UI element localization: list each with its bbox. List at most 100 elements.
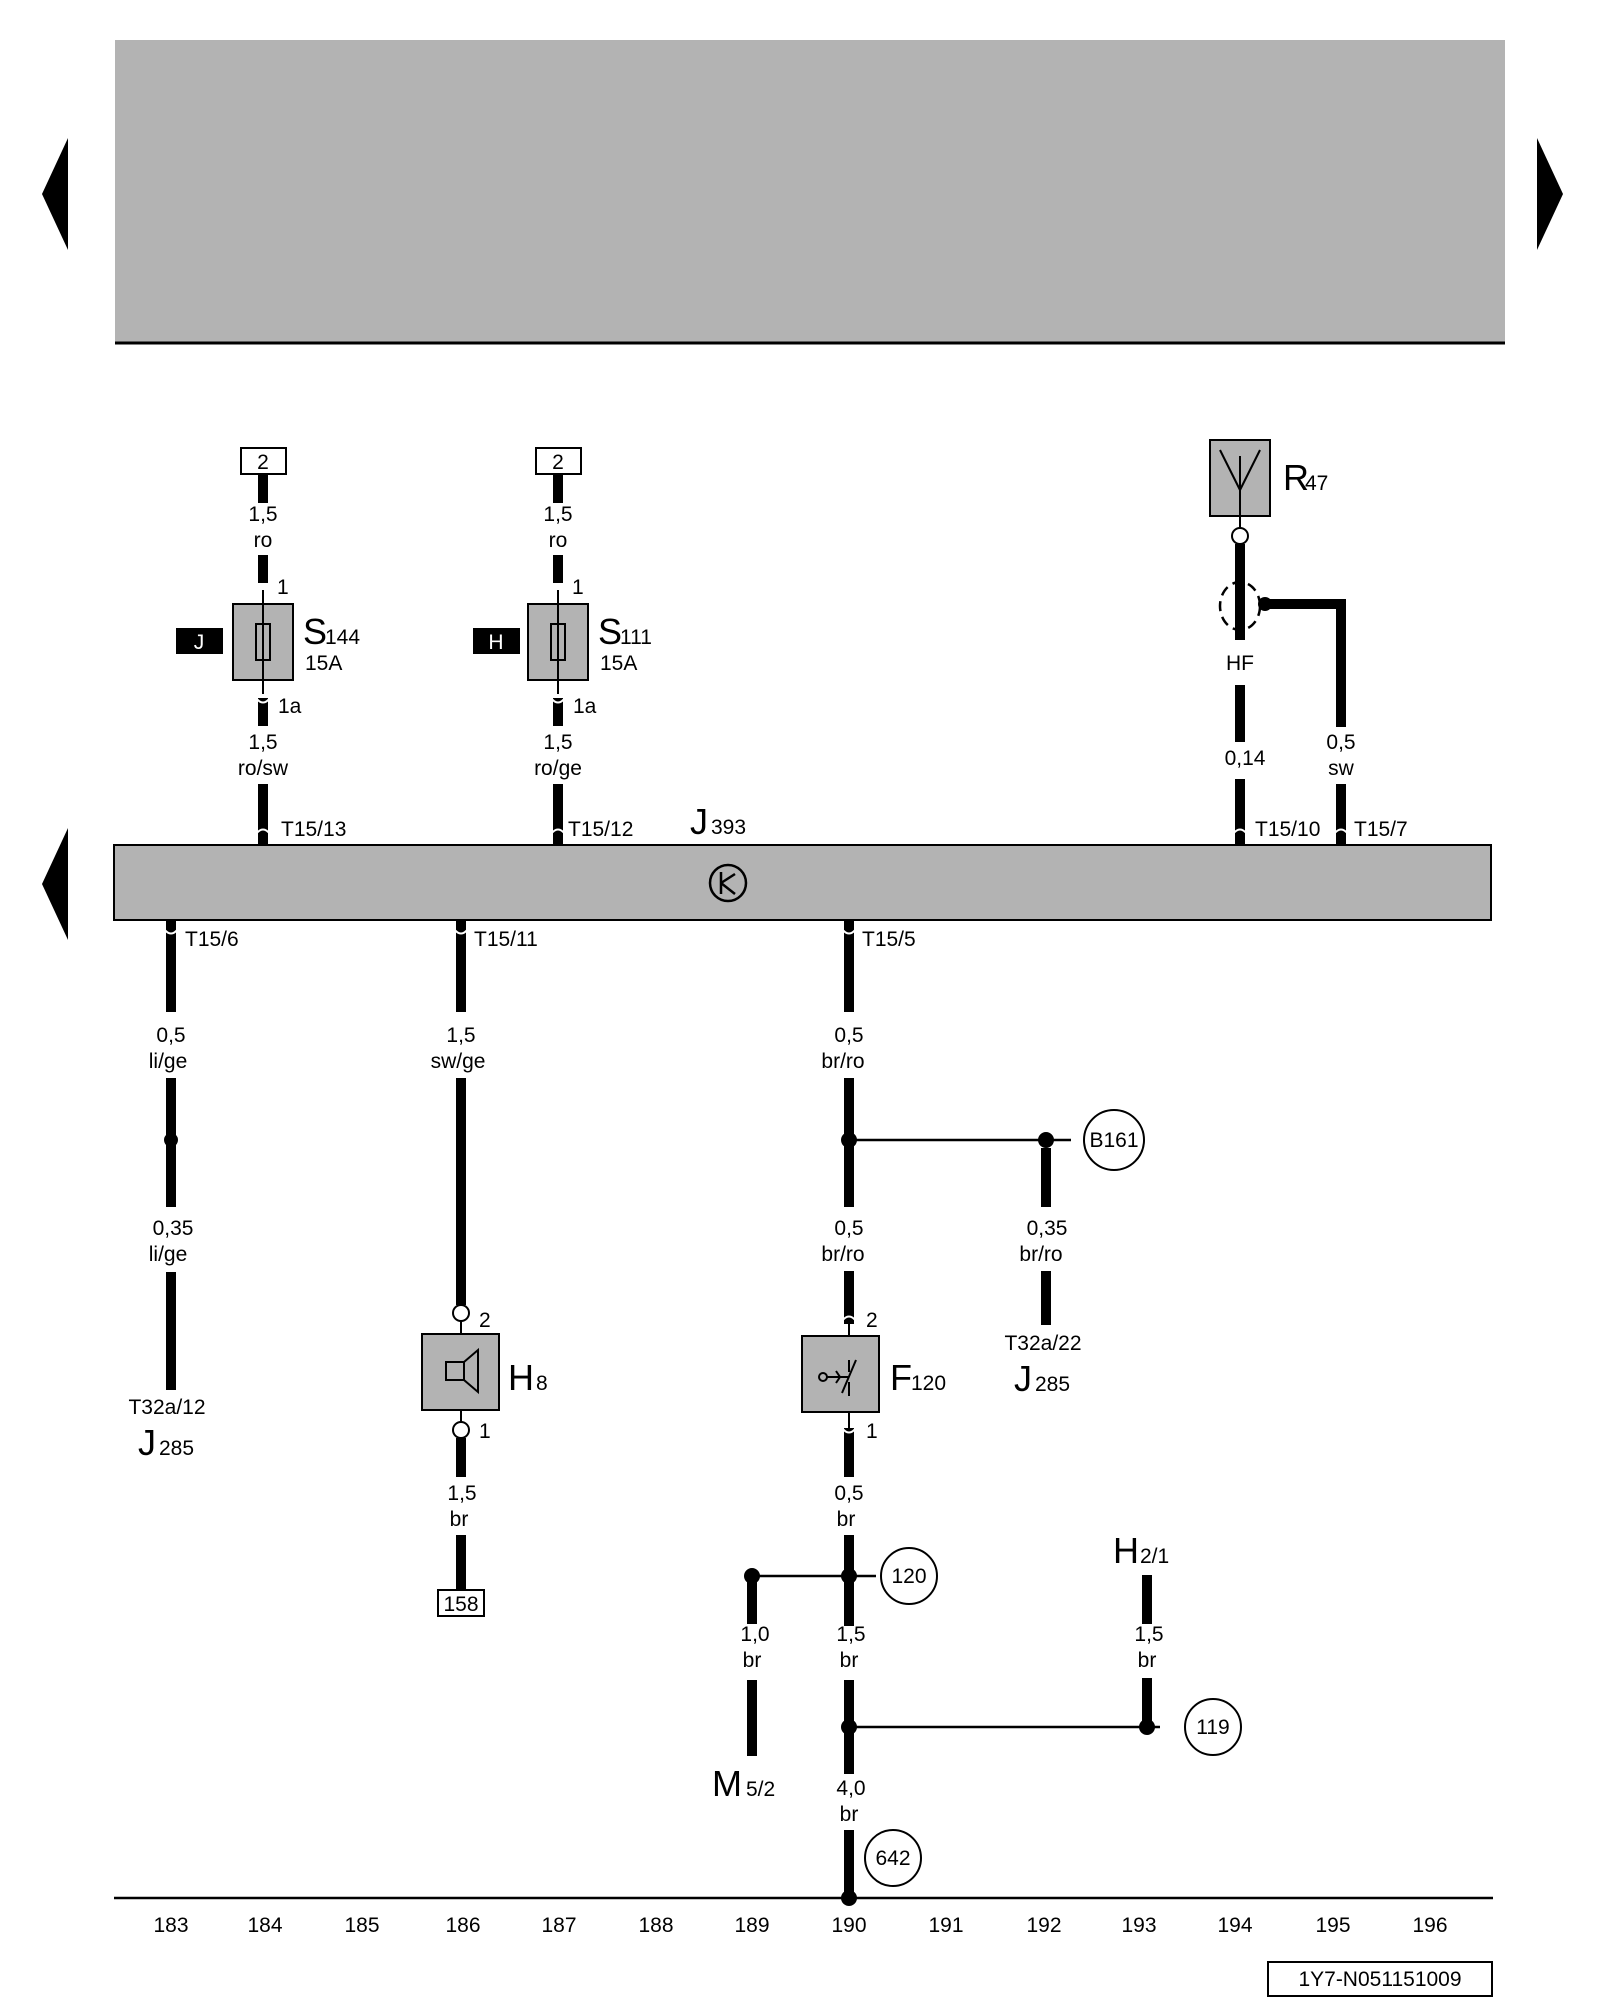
track-number: 186 — [445, 1914, 480, 1937]
ref-120-circle — [880, 1547, 938, 1605]
ref-119: 119 — [1196, 1716, 1229, 1739]
horn-w1-color: sw/ge — [431, 1050, 486, 1073]
next-page-arrow-icon[interactable] — [1537, 138, 1563, 250]
b161-unit-letter: J — [1014, 1358, 1032, 1399]
ref-119-circle — [1184, 1698, 1242, 1756]
switch-w3-size: 0,5 — [834, 1482, 863, 1505]
switch-w2-size: 0,5 — [834, 1217, 863, 1240]
fuse-s144-wire-out-size: 1,5 — [248, 731, 277, 754]
ground-m-number: 5/2 — [746, 1778, 775, 1801]
track-number: 187 — [541, 1914, 576, 1937]
branch-li-unit-letter: J — [138, 1422, 156, 1463]
fuse-s111-tag-box — [473, 628, 520, 654]
control-unit-letter: J — [690, 801, 708, 842]
horn-letter: H — [508, 1357, 534, 1398]
ground-main1-size: 1,5 — [836, 1623, 865, 1646]
fuse-s111-ref-box — [535, 447, 582, 475]
pin-t15-6: T15/6 — [185, 928, 239, 951]
horn-w2-size: 1,5 — [447, 1482, 476, 1505]
fuse-s111-wire-out-color: ro/ge — [534, 757, 582, 780]
ground-h-wire-color: br — [1138, 1649, 1157, 1672]
control-unit-symbol-icon — [708, 863, 748, 903]
horn-w2-color: br — [450, 1508, 469, 1531]
fuse-s144-wire-in-size: 1,5 — [248, 503, 277, 526]
pin-t15-12: T15/12 — [568, 818, 633, 841]
fuse-s111-tag: H — [488, 631, 503, 654]
track-number: 183 — [153, 1914, 188, 1937]
fuse-s144-symbol-icon — [255, 623, 271, 661]
ground-main2-color: br — [840, 1803, 859, 1826]
fuse-s111-wire-out-size: 1,5 — [543, 731, 572, 754]
fuse-s144-wire-out-color: ro/sw — [238, 757, 289, 780]
ref-120: 120 — [891, 1565, 926, 1588]
fuse-s144-number: 144 — [325, 626, 360, 649]
b161-w-color: br/ro — [1019, 1243, 1062, 1266]
control-unit-number: 393 — [711, 816, 746, 839]
ground-m-wire-color: br — [743, 1649, 762, 1672]
fuse-s144-wire-in-color: ro — [254, 529, 273, 552]
track-number: 192 — [1026, 1914, 1061, 1937]
switch-pin-bottom: 1 — [866, 1420, 878, 1443]
ground-m-letter: M — [712, 1763, 742, 1804]
fuse-s111-rating: 15A — [600, 652, 637, 675]
antenna-r47-number: 47 — [1305, 472, 1328, 495]
switch-contact-icon — [818, 1359, 857, 1396]
track-number: 189 — [734, 1914, 769, 1937]
switch-f120-box — [801, 1335, 880, 1413]
track-number: 190 — [831, 1914, 866, 1937]
ground-main1-color: br — [840, 1649, 859, 1672]
prev-path-arrow-icon[interactable] — [42, 828, 68, 940]
switch-letter: F — [890, 1357, 912, 1398]
ref-642-circle — [864, 1829, 922, 1887]
antenna-r47-letter: R — [1283, 457, 1309, 498]
horn-ref: 158 — [443, 1593, 478, 1616]
horn-speaker-icon — [445, 1347, 479, 1395]
fuse-s111-pin-in: 1 — [572, 576, 584, 599]
horn-w1-size: 1,5 — [446, 1024, 475, 1047]
horn-pin-top: 2 — [479, 1309, 491, 1332]
pin-t15-7: T15/7 — [1354, 818, 1408, 841]
fuse-s144-tag: J — [194, 631, 205, 654]
branch-li-w2-color: li/ge — [149, 1243, 188, 1266]
branch-li-connector: T32a/12 — [128, 1396, 205, 1419]
ref-b161-circle — [1083, 1109, 1145, 1171]
ground-h-letter: H — [1113, 1530, 1139, 1571]
switch-w2-color: br/ro — [821, 1243, 864, 1266]
switch-w3-color: br — [837, 1508, 856, 1531]
ground-h-number: 2/1 — [1140, 1545, 1169, 1568]
fuse-s111-wire-in-size: 1,5 — [543, 503, 572, 526]
track-number: 196 — [1412, 1914, 1447, 1937]
fuse-s144-rating: 15A — [305, 652, 342, 675]
hf-label: HF — [1226, 652, 1254, 675]
branch-li-unit-number: 285 — [159, 1437, 194, 1460]
antenna-wire2-color: sw — [1328, 757, 1355, 780]
ref-b161: B161 — [1089, 1129, 1138, 1152]
track-number: 193 — [1121, 1914, 1156, 1937]
fuse-s144-letter: S — [303, 611, 327, 652]
branch-li-w1-color: li/ge — [149, 1050, 188, 1073]
prev-page-arrow-icon[interactable] — [42, 138, 68, 250]
diagram-id-box — [1267, 1961, 1493, 1997]
horn-ref-box — [437, 1589, 485, 1617]
pin-t15-10: T15/10 — [1255, 818, 1320, 841]
ground-main2-size: 4,0 — [836, 1777, 865, 1800]
horn-pin-bottom: 1 — [479, 1420, 491, 1443]
control-unit-bar — [113, 844, 1492, 921]
b161-w-size: 0,35 — [1027, 1217, 1068, 1240]
horn-number: 8 — [536, 1372, 548, 1395]
ref-642: 642 — [875, 1847, 910, 1870]
fuse-s144-pin-out: 1a — [278, 695, 302, 718]
b161-unit-number: 285 — [1035, 1373, 1070, 1396]
fuse-s144-ref-box — [240, 447, 287, 475]
track-number: 195 — [1315, 1914, 1350, 1937]
track-number: 194 — [1217, 1914, 1252, 1937]
header-banner — [115, 40, 1505, 342]
fuse-s111-ref: 2 — [552, 451, 564, 474]
fuse-s111-symbol-icon — [550, 623, 566, 661]
fuse-s144-tag-box — [176, 628, 223, 654]
track-number: 185 — [344, 1914, 379, 1937]
switch-pin-top: 2 — [866, 1309, 878, 1332]
ground-h-wire-size: 1,5 — [1134, 1623, 1163, 1646]
track-scale: 183 184 185 186 187 188 189 190 191 192 … — [153, 1914, 1447, 1937]
